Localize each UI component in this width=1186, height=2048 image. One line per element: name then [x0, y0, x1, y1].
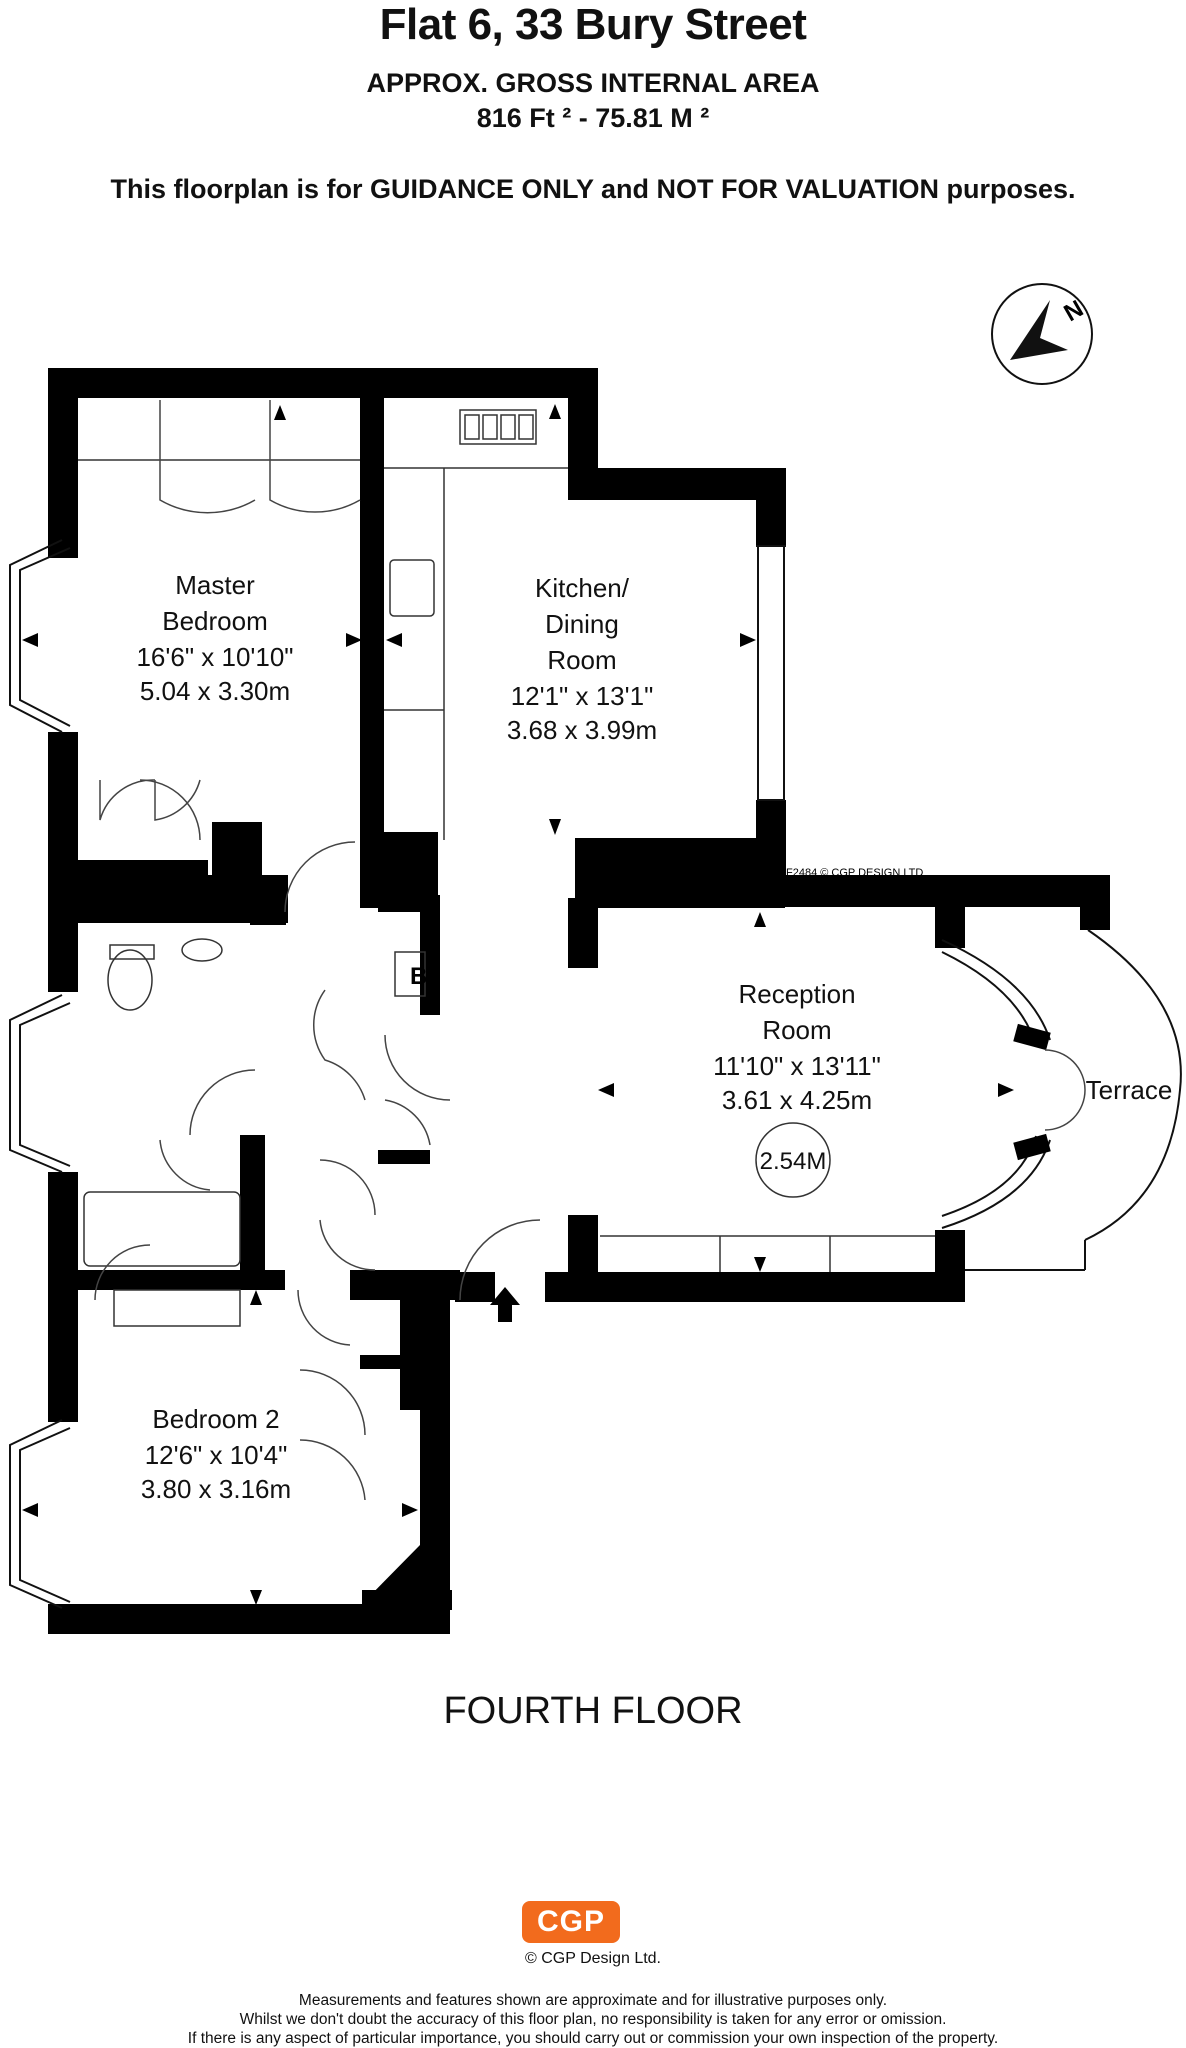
- master-metric: 5.04 x 3.30m: [140, 676, 290, 706]
- cgp-logo: CGP: [522, 1901, 620, 1943]
- boiler-label: B: [410, 963, 427, 990]
- kitchen-name2: Dining: [545, 609, 619, 639]
- master-imperial: 16'6" x 10'10": [136, 642, 293, 672]
- kitchen-name1: Kitchen/: [535, 573, 630, 603]
- plan-reference: F2484 © CGP DESIGN LTD: [786, 867, 923, 879]
- reception-metric: 3.61 x 4.25m: [722, 1085, 872, 1115]
- disclaimer: This floorplan is for GUIDANCE ONLY and …: [110, 174, 1076, 204]
- kitchen-imperial: 12'1" x 13'1": [511, 681, 654, 711]
- kitchen-label: Kitchen/ Dining Room 12'1" x 13'1" 3.68 …: [507, 573, 657, 745]
- master-bedroom-label: Master Bedroom 16'6" x 10'10" 5.04 x 3.3…: [136, 570, 293, 706]
- kitchen-name3: Room: [547, 645, 616, 675]
- footer-line-2: Whilst we don't doubt the accuracy of th…: [239, 2011, 947, 2028]
- master-name1: Master: [175, 570, 255, 600]
- ceiling-height: 2.54M: [760, 1148, 827, 1175]
- area-label: APPROX. GROSS INTERNAL AREA: [366, 68, 820, 98]
- walls: [48, 368, 1110, 1634]
- reception-name1: Reception: [738, 979, 855, 1009]
- dimension-arrows: [22, 404, 1014, 1605]
- floor-label: FOURTH FLOOR: [443, 1690, 743, 1732]
- fixtures: [78, 409, 935, 1327]
- footer-line-1: Measurements and features shown are appr…: [298, 1992, 888, 2009]
- area-value: 816 Ft ² - 75.81 M ²: [476, 103, 710, 133]
- reception-label: Reception Room 11'10" x 13'11" 3.61 x 4.…: [713, 979, 881, 1175]
- bedroom2-metric: 3.80 x 3.16m: [141, 1474, 291, 1504]
- compass-letter: N: [1060, 295, 1089, 327]
- bedroom2-label: Bedroom 2 12'6" x 10'4" 3.80 x 3.16m: [141, 1404, 291, 1504]
- compass-icon: N: [991, 283, 1093, 385]
- bedroom2-name: Bedroom 2: [152, 1404, 279, 1434]
- plan-title: Flat 6, 33 Bury Street: [379, 0, 807, 49]
- reception-name2: Room: [762, 1015, 831, 1045]
- bedroom2-imperial: 12'6" x 10'4": [145, 1440, 288, 1470]
- door-swings: [94, 400, 1086, 1501]
- copyright: © CGP Design Ltd.: [525, 1950, 661, 1967]
- footer-line-3: If there is any aspect of particular imp…: [187, 2030, 999, 2047]
- kitchen-metric: 3.68 x 3.99m: [507, 715, 657, 745]
- terrace-label: Terrace: [1086, 1075, 1173, 1105]
- master-name2: Bedroom: [162, 606, 268, 636]
- reception-imperial: 11'10" x 13'11": [713, 1051, 881, 1081]
